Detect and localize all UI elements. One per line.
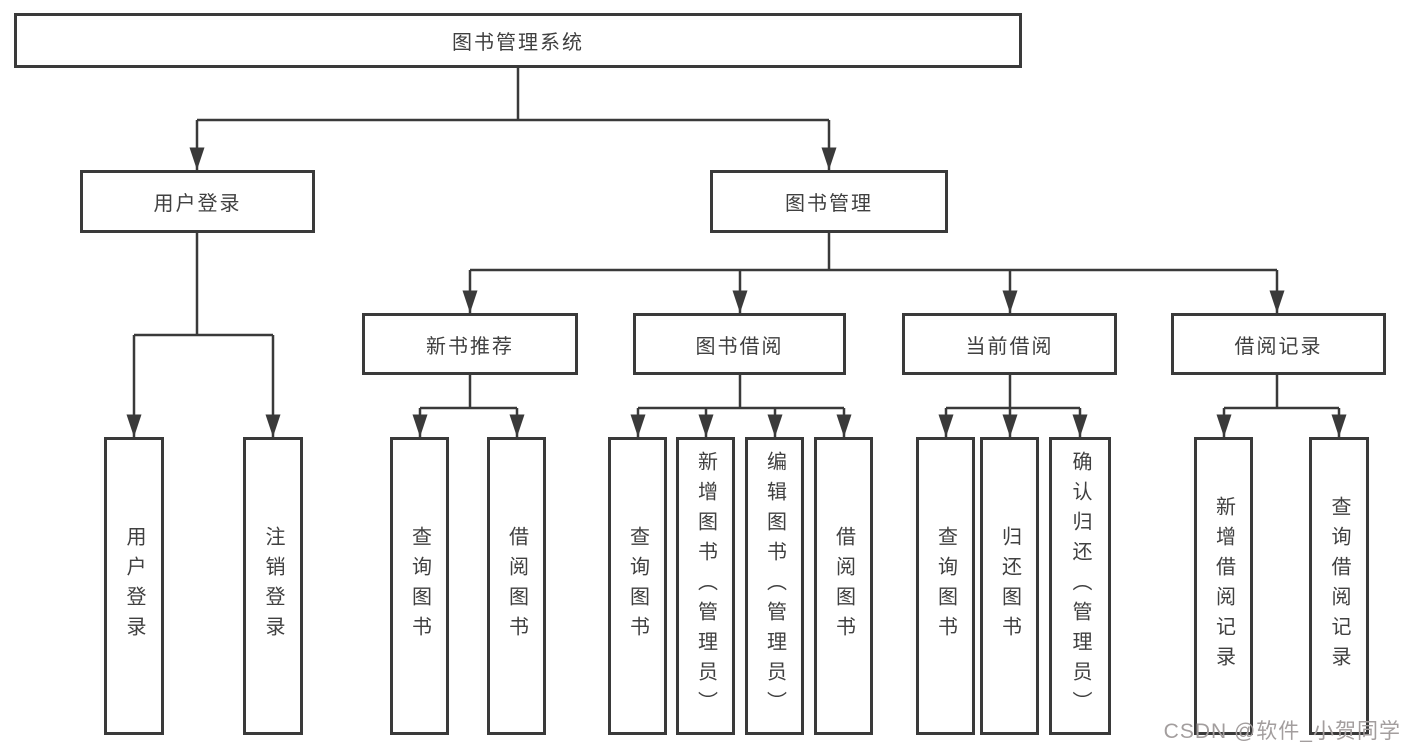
node-label: 归还图书 bbox=[998, 526, 1021, 646]
node-user-login: 用户登录 bbox=[80, 170, 315, 233]
leaf-logout: 注销登录 bbox=[243, 437, 303, 735]
node-label: 图书管理系统 bbox=[452, 32, 584, 54]
node-label: 借阅图书 bbox=[505, 526, 528, 646]
node-borrowing-records: 借阅记录 bbox=[1171, 313, 1386, 375]
node-label: 用户登录 bbox=[123, 526, 145, 646]
leaf-query-books-borrow: 查询图书 bbox=[608, 437, 667, 735]
connector-root-split bbox=[189, 68, 837, 170]
leaf-add-book-admin: 新增图书（管理员） bbox=[676, 437, 735, 735]
node-label: 图书借阅 bbox=[695, 335, 784, 358]
node-label: 当前借阅 bbox=[965, 335, 1054, 358]
node-label: 新增图书（管理员） bbox=[694, 451, 717, 721]
connector-book-mgmt-split bbox=[462, 233, 1285, 313]
leaf-return-book: 归还图书 bbox=[980, 437, 1039, 735]
node-label: 借阅图书 bbox=[832, 526, 855, 646]
node-new-book-recommendation: 新书推荐 bbox=[362, 313, 578, 375]
leaf-query-books-newrec: 查询图书 bbox=[390, 437, 449, 735]
node-current-borrowing: 当前借阅 bbox=[902, 313, 1117, 375]
node-label: 新书推荐 bbox=[426, 335, 514, 358]
node-book-management: 图书管理 bbox=[710, 170, 948, 233]
leaf-user-login: 用户登录 bbox=[104, 437, 164, 735]
node-label: 图书管理 bbox=[785, 193, 873, 215]
node-label: 确认归还（管理员） bbox=[1069, 451, 1091, 721]
node-library-management-system: 图书管理系统 bbox=[14, 13, 1022, 68]
connector-new-book-split bbox=[412, 375, 525, 437]
node-label: 新增借阅记录 bbox=[1212, 496, 1235, 676]
node-book-borrowing: 图书借阅 bbox=[633, 313, 846, 375]
node-label: 查询借阅记录 bbox=[1328, 496, 1350, 676]
node-label: 编辑图书（管理员） bbox=[763, 451, 786, 721]
node-label: 查询图书 bbox=[626, 526, 649, 646]
node-label: 用户登录 bbox=[153, 193, 242, 215]
leaf-query-borrow-record: 查询借阅记录 bbox=[1309, 437, 1369, 735]
connector-book-borrow-split bbox=[630, 375, 852, 437]
csdn-watermark: CSDN @软件_小贺同学 bbox=[1163, 720, 1401, 743]
leaf-add-borrow-record: 新增借阅记录 bbox=[1194, 437, 1253, 735]
leaf-confirm-return-admin: 确认归还（管理员） bbox=[1049, 437, 1111, 735]
leaf-borrow-books-borrow: 借阅图书 bbox=[814, 437, 873, 735]
leaf-edit-book-admin: 编辑图书（管理员） bbox=[745, 437, 804, 735]
node-label: 查询图书 bbox=[934, 526, 957, 646]
connector-borrow-records-split bbox=[1216, 375, 1347, 437]
node-label: 借阅记录 bbox=[1234, 335, 1323, 358]
connector-current-borrow-split bbox=[938, 375, 1088, 437]
leaf-borrow-books-newrec: 借阅图书 bbox=[487, 437, 546, 735]
leaf-query-books-current: 查询图书 bbox=[916, 437, 975, 735]
node-label: 查询图书 bbox=[408, 526, 431, 646]
connector-user-login-split bbox=[126, 233, 281, 437]
node-label: 注销登录 bbox=[262, 526, 284, 646]
